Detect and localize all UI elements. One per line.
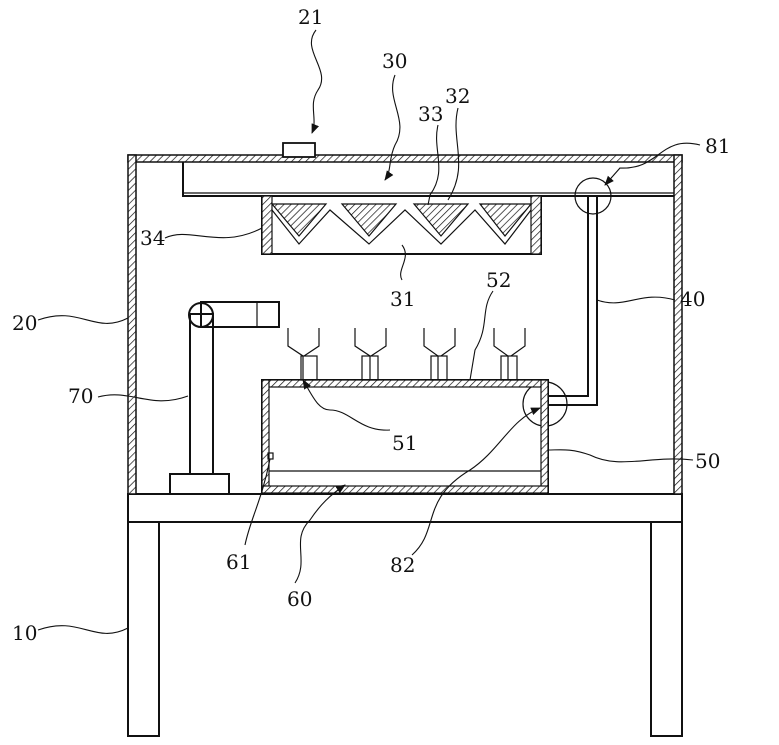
label-20: 20 xyxy=(12,311,37,335)
tank xyxy=(262,328,548,493)
reference-labels: 21 30 32 33 81 34 52 31 40 20 70 51 50 6… xyxy=(12,5,730,645)
label-51: 51 xyxy=(392,431,417,455)
spray-tray xyxy=(262,196,541,254)
label-60: 60 xyxy=(287,587,312,611)
label-82: 82 xyxy=(390,553,415,577)
label-31: 31 xyxy=(390,287,415,311)
label-21: 21 xyxy=(298,5,323,29)
label-30: 30 xyxy=(382,49,407,73)
label-81: 81 xyxy=(705,134,730,158)
table-frame xyxy=(128,494,682,736)
label-10: 10 xyxy=(12,621,37,645)
label-40: 40 xyxy=(680,287,705,311)
leader-lines xyxy=(38,30,700,633)
label-50: 50 xyxy=(695,449,720,473)
label-61: 61 xyxy=(226,550,251,574)
label-32: 32 xyxy=(445,84,470,108)
label-33: 33 xyxy=(418,102,443,126)
label-52: 52 xyxy=(486,268,511,292)
label-70: 70 xyxy=(68,384,93,408)
label-34: 34 xyxy=(140,226,165,250)
